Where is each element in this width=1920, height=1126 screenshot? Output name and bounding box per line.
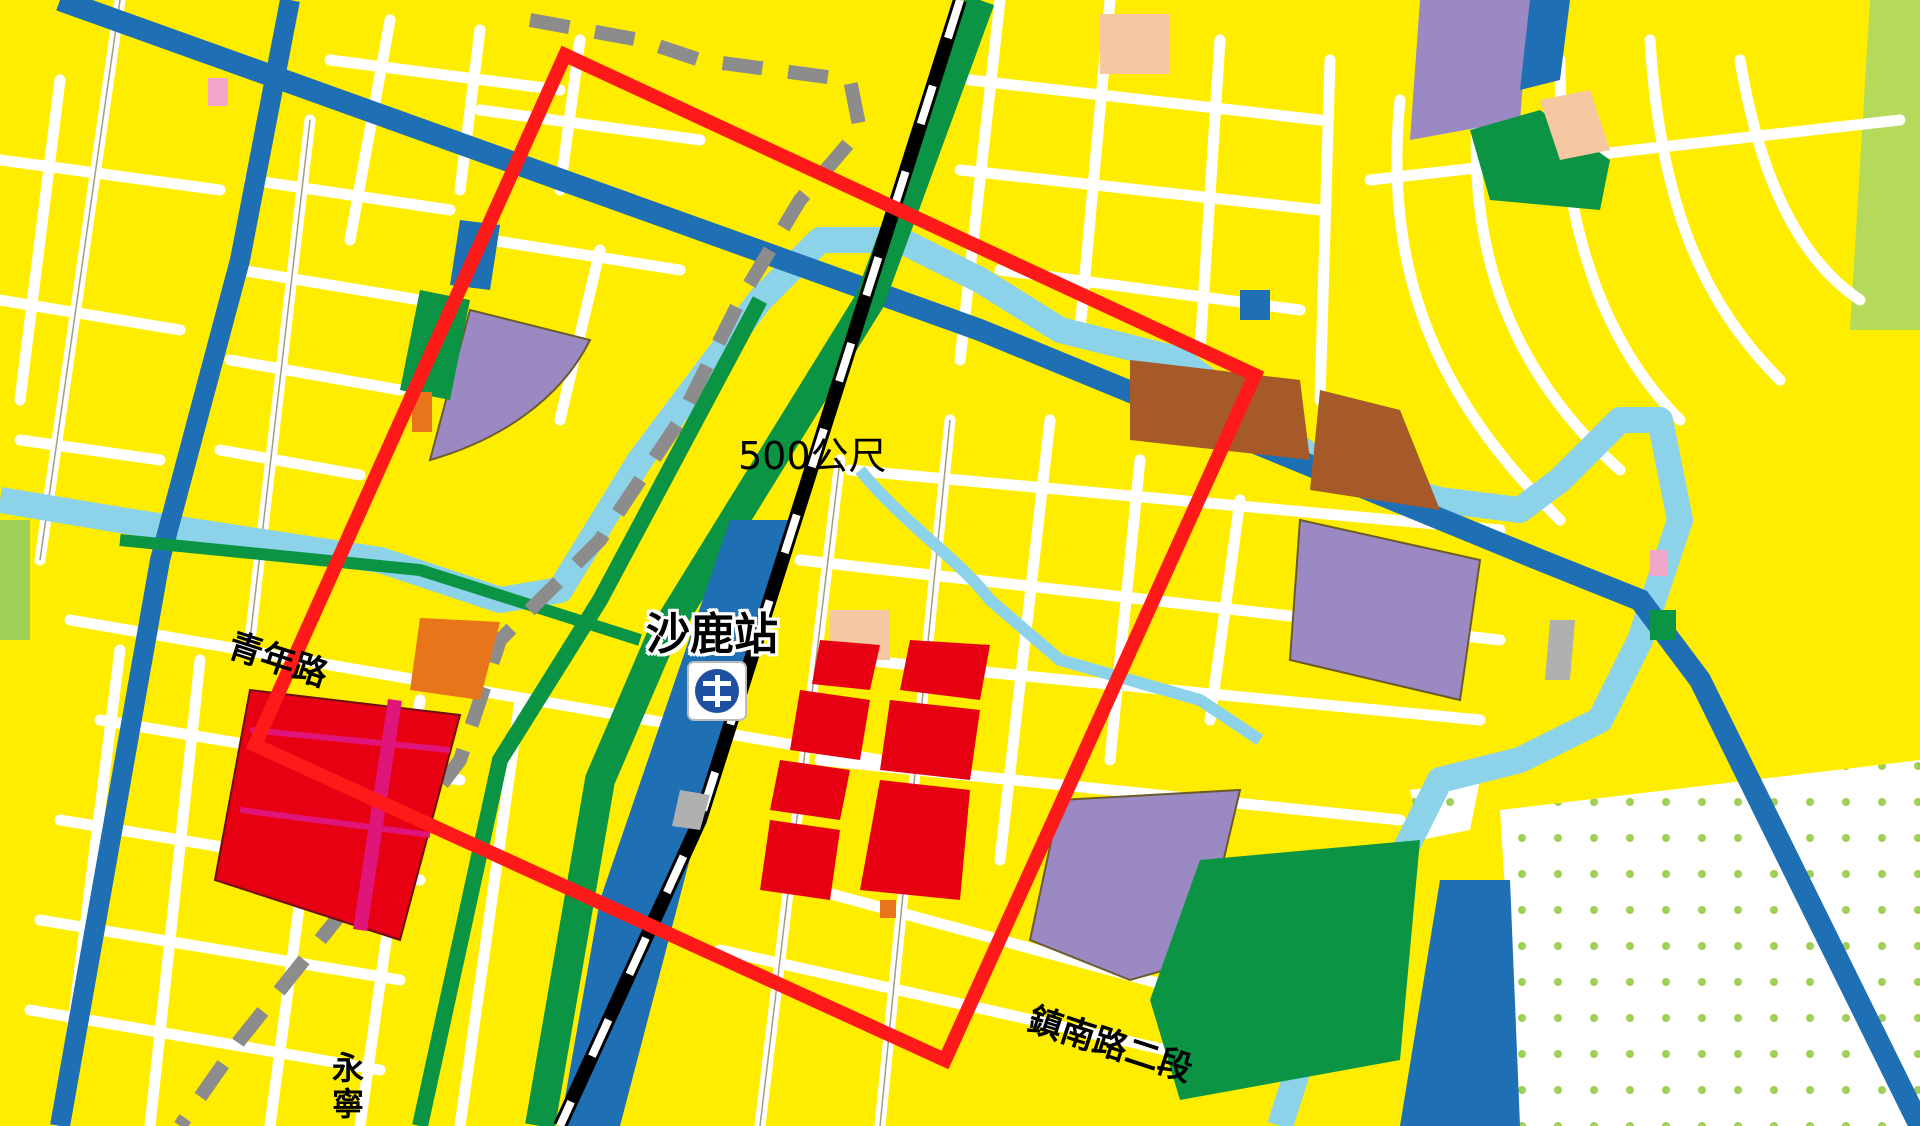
grey-lot-east	[1545, 620, 1575, 680]
planned-route-dashed	[174, 13, 868, 1126]
blue-block-small	[1240, 290, 1270, 320]
commercial-east-6	[880, 700, 980, 780]
station-icon	[687, 661, 747, 721]
road-label-yongning: 永寧	[332, 1049, 365, 1123]
park-small-east	[1650, 610, 1676, 640]
orange-lot	[410, 618, 500, 700]
orange-lot-tiny	[880, 900, 896, 918]
west-arterial	[50, 0, 300, 1126]
scale-label: 500公尺	[738, 434, 887, 478]
main-highway	[56, 0, 1920, 1126]
green-strip-horizontal	[119, 534, 642, 646]
industrial-zone	[1130, 360, 1310, 460]
commercial-east-3	[770, 760, 850, 820]
small-pink-lot	[208, 78, 228, 106]
public-facility-east	[1288, 518, 1482, 702]
school-north	[1100, 14, 1170, 74]
commercial-east-1	[812, 640, 880, 690]
green-corridor-west	[412, 296, 768, 1126]
farmland-zone	[1500, 760, 1920, 1126]
commercial-east-4	[760, 820, 840, 900]
green-buffer-right	[1850, 0, 1920, 330]
commercial-east-5	[900, 640, 990, 700]
station-building	[672, 790, 710, 830]
commercial-west-spine	[353, 698, 402, 932]
industrial-zone-2	[1310, 390, 1440, 510]
small-pink-lot-east	[1650, 550, 1668, 576]
agricultural-zone	[0, 520, 30, 640]
blue-block-north	[1520, 0, 1570, 90]
highlight-boundary	[245, 45, 1265, 1070]
public-facility-west	[428, 308, 592, 462]
school-northeast	[1540, 90, 1610, 160]
station-name-label: 沙鹿站	[646, 609, 778, 660]
blue-block-southeast	[1400, 880, 1520, 1126]
commercial-east-7	[860, 780, 970, 900]
commercial-east-2	[790, 690, 870, 760]
railway-track-dash	[556, 0, 964, 1126]
river-branch	[855, 466, 1264, 745]
orange-lot-small	[412, 392, 432, 432]
public-facility-north	[1410, 0, 1530, 140]
park-southeast	[1150, 840, 1420, 1100]
commercial-west-cross	[239, 727, 451, 838]
